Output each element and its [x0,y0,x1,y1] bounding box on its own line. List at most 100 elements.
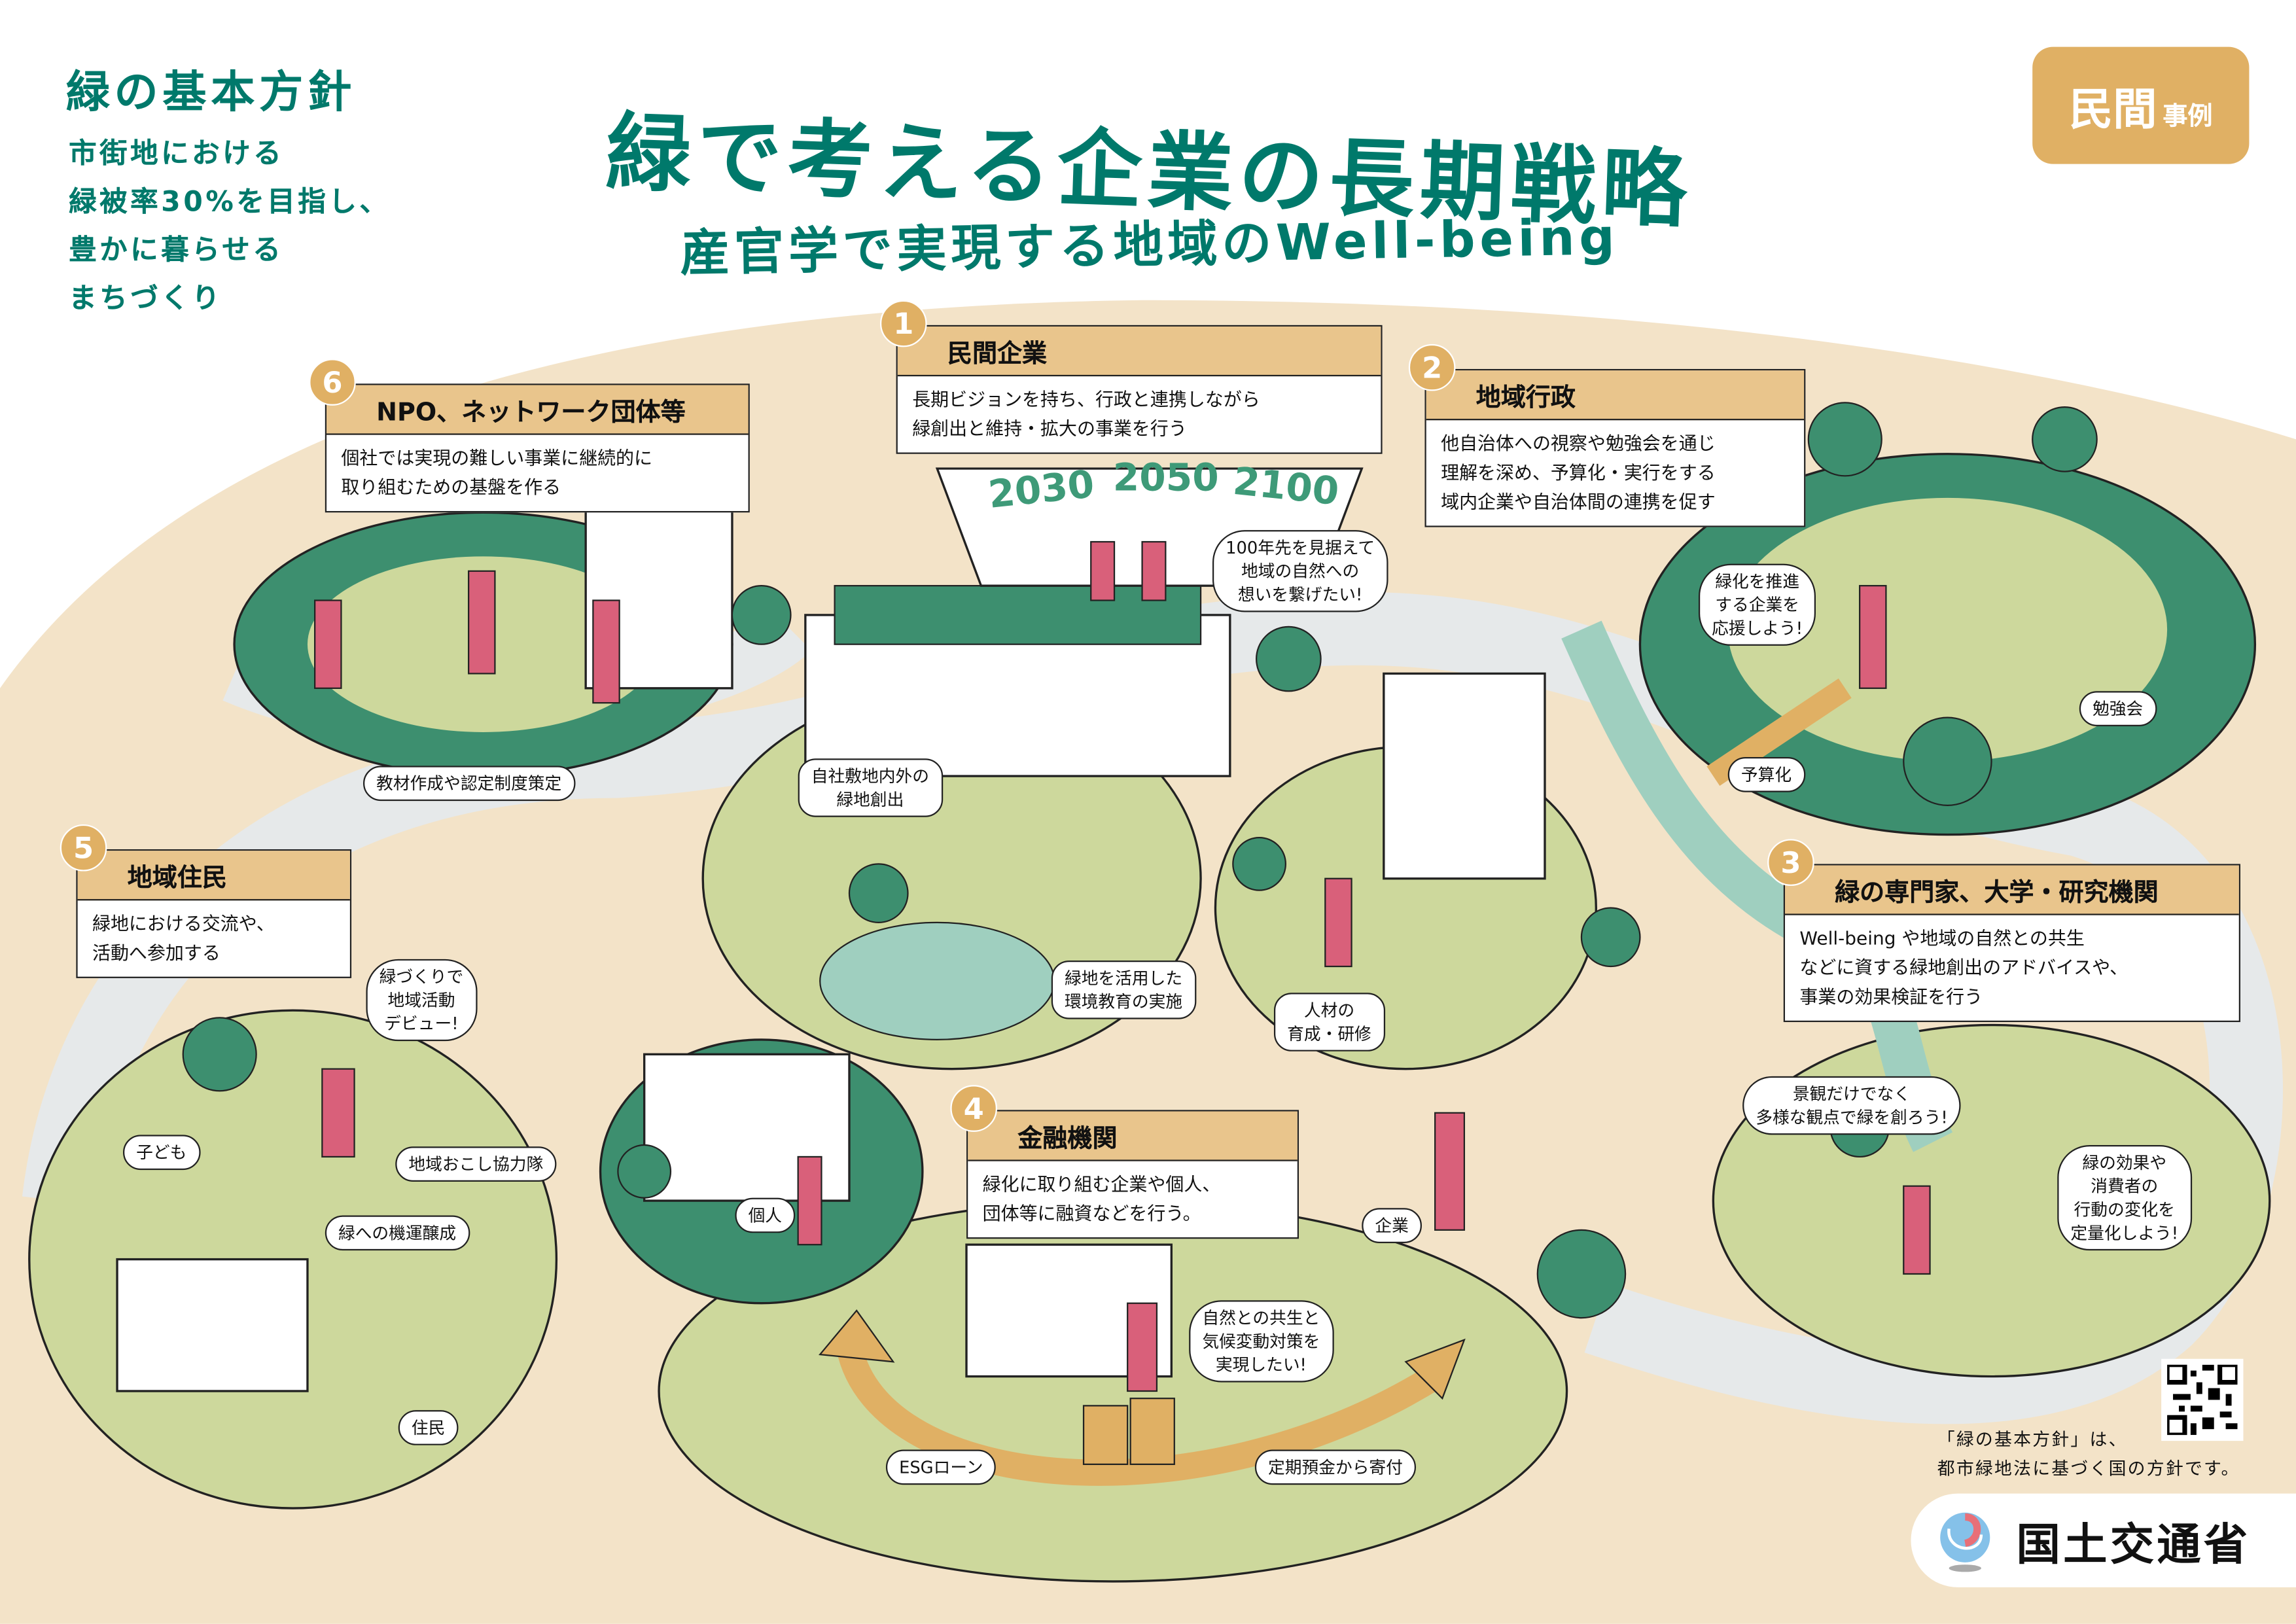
card-title: 金融機関 [968,1111,1298,1161]
card-number: 3 [1767,839,1814,886]
bubble-text: 100年先を見据えて [1226,537,1375,558]
ministry-logo: 国土交通省 [1911,1493,2296,1587]
card-title: 緑の専門家、大学・研究機関 [1785,865,2239,915]
speech-bubble: 緑づくりで地域活動デビュー! [366,959,477,1042]
card-npo: 6 NPO、ネットワーク団体等 個社では実現の難しい事業に継続的に取り組むための… [309,359,750,513]
card-number: 6 [309,359,356,406]
card-title: 地域住民 [77,851,350,901]
card-text: 団体等に融資などを行う。 [982,1202,1201,1224]
card-residents: 5 地域住民 緑地における交流や、活動へ参加する [60,824,352,978]
label-budget: 予算化 [1727,756,1805,792]
lab-building [1383,672,1546,880]
money-stacks [1082,1398,1175,1466]
speech-bubble: 景観だけでなく多様な観点で緑を創ろう! [1742,1076,1961,1135]
card-experts: 3 緑の専門家、大学・研究機関 Well-being や地域の自然との共生などに… [1767,839,2240,1023]
speech-bubble: 100年先を見据えて地域の自然への想いを繋げたい! [1212,530,1388,612]
label-awareness: 緑への機運醸成 [325,1215,470,1251]
card-text: 取り組むための基盤を作る [341,476,561,498]
card-number: 4 [950,1085,998,1132]
card-text: 他自治体への視察や勉強会を通じ [1441,432,1716,454]
bubble-text: 自然との共生と [1202,1307,1320,1328]
bubble-text: 緑の効果や [2082,1152,2167,1173]
bubble-text: 緑化を推進 [1715,571,1799,592]
qr-code[interactable] [2161,1358,2244,1441]
label-text: 環境教育の実施 [1064,991,1183,1012]
card-text: 長期ビジョンを持ち、行政と連携しながら [912,388,1260,410]
label-onsite-greening: 自社敷地内外の緑地創出 [798,758,943,817]
qr-code-icon [2164,1362,2240,1438]
card-text: などに資する緑地創出のアドバイスや、 [1799,956,2128,978]
arrow-head [819,1309,895,1363]
bubble-text: 実現したい! [1215,1354,1307,1375]
bubble-text: 行動の変化を [2074,1199,2175,1220]
card-text: 事業の効果検証を行う [1799,985,1983,1008]
lead-line: 市街地における [69,137,285,170]
card-title: 地域行政 [1426,370,1805,421]
label-cooperation-team: 地域おこし協力隊 [395,1146,557,1182]
label-text: 緑地を活用した [1064,968,1183,989]
company-roof-garden [834,585,1202,645]
bubble-text: 消費者の [2091,1176,2159,1197]
card-text: 緑化に取り組む企業や個人、 [982,1173,1221,1195]
card-private-company: 1 民間企業 長期ビジョンを持ち、行政と連携しながら緑創出と維持・拡大の事業を行… [879,300,1383,454]
label-study-session: 勉強会 [2079,691,2157,726]
card-title: 民間企業 [897,327,1381,377]
label-text: 緑地創出 [836,789,904,810]
residents-building [116,1258,309,1392]
card-text: 理解を深め、予算化・実行をする [1441,461,1716,484]
label-deposit-donation: 定期預金から寄付 [1254,1449,1417,1485]
bubble-text: する企業を [1715,594,1799,615]
card-title: NPO、ネットワーク団体等 [327,385,749,435]
label-resident: 住民 [398,1410,459,1445]
bubble-text: 想いを繋げたい! [1237,584,1363,605]
card-number: 1 [879,300,927,347]
bubble-text: 地域活動 [387,989,455,1011]
label-child: 子ども [122,1135,200,1171]
ministry-emblem-icon [1940,1512,1990,1572]
bubble-text: 地域の自然への [1241,561,1360,582]
year-label: 2050 [1112,457,1219,501]
card-financial-institution: 4 金融機関 緑化に取り組む企業や個人、団体等に融資などを行う。 [950,1085,1299,1239]
lead-line: まちづくり [69,282,223,315]
label-company: 企業 [1362,1208,1422,1243]
label-text: 自社敷地内外の [811,766,929,786]
label-certification: 教材作成や認定制度策定 [362,766,575,802]
bubble-text: 気候変動対策を [1202,1331,1320,1352]
label-text: 育成・研修 [1287,1023,1371,1044]
esg-arrow [836,1344,1442,1486]
bubble-text: 緑づくりで [379,966,464,987]
bubble-text: 景観だけでなく [1792,1084,1911,1104]
card-text: 活動へ参加する [92,941,221,964]
speech-bubble: 緑の効果や消費者の行動の変化を定量化しよう! [2057,1145,2192,1251]
lead-line: 緑被率30%を目指し、 [69,186,391,219]
card-text: 個社では実現の難しい事業に継続的に [341,446,653,469]
label-esg-loan: ESGローン [885,1449,997,1485]
label-text: 人材の [1303,1000,1355,1021]
badge-sub: 事例 [2163,101,2213,132]
speech-bubble: 自然との共生と気候変動対策を実現したい! [1189,1300,1333,1383]
bubble-text: 多様な観点で緑を創ろう! [1756,1106,1948,1128]
card-text: 緑創出と維持・拡大の事業を行う [912,417,1187,440]
lead-title: 緑の基本方針 [65,67,356,119]
arrow-head [1404,1338,1466,1400]
footer-line: 「緑の基本方針」は、 [1937,1429,2128,1450]
bubble-text: デビュー! [384,1013,459,1034]
card-text: 域内企業や自治体間の連携を促す [1441,490,1716,513]
label-training: 人材の育成・研修 [1273,993,1385,1051]
ministry-name: 国土交通省 [2016,1519,2251,1572]
label-environmental-education: 緑地を活用した環境教育の実施 [1051,961,1196,1019]
card-number: 2 [1408,344,1456,391]
footer-note: 「緑の基本方針」は、 都市緑地法に基づく国の方針です。 [1937,1424,2240,1483]
bubble-text: 定量化しよう! [2070,1222,2179,1243]
pond [819,921,1055,1041]
card-number: 5 [60,824,107,872]
bubble-text: 応援しよう! [1712,618,1803,639]
label-individual: 個人 [735,1197,796,1233]
card-text: 緑地における交流や、 [92,912,275,934]
people [314,540,1931,1392]
speech-bubble: 緑化を推進する企業を応援しよう! [1698,563,1816,646]
card-local-government: 2 地域行政 他自治体への視察や勉強会を通じ理解を深め、予算化・実行をする域内企… [1408,344,1806,527]
lead-line: 豊かに暮らせる [69,234,284,267]
footer-line: 都市緑地法に基づく国の方針です。 [1937,1458,2240,1479]
